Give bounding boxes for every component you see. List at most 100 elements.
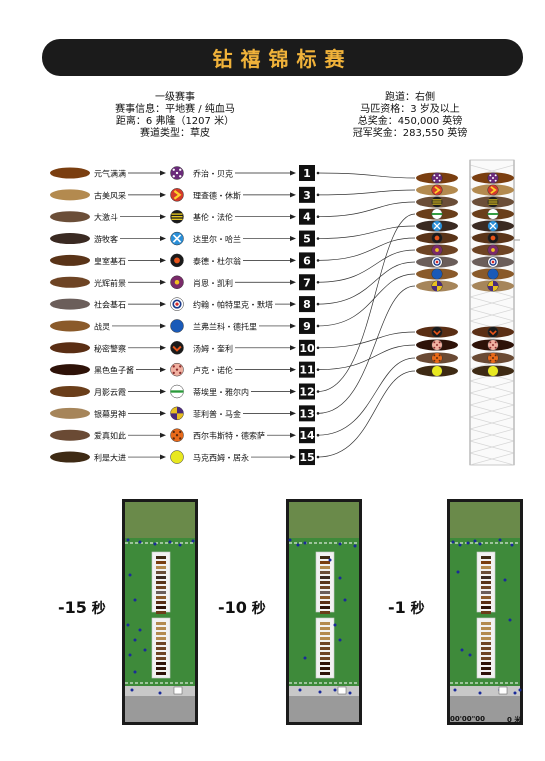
stall-brace (469, 452, 515, 466)
silk-quarter (437, 280, 443, 286)
arrow-head-icon (160, 301, 166, 307)
arrow-head-icon (160, 432, 166, 438)
silk-hoop (432, 199, 442, 201)
silk-cross (489, 222, 497, 230)
horse-body-icon (50, 342, 90, 354)
stall-horse (481, 596, 491, 599)
horse-body-icon (50, 451, 90, 463)
jockey-silk (431, 256, 443, 268)
connector-line (317, 344, 416, 370)
silk-chevron (433, 330, 441, 336)
stall-horse (481, 622, 491, 625)
spectator-dot (130, 688, 134, 692)
spectator-dot (298, 688, 302, 692)
jockey-name: 乔治・贝克 (193, 169, 233, 179)
stall-horse (472, 339, 514, 351)
arrow-head-icon (290, 454, 296, 460)
horse-body-icon (50, 233, 90, 245)
jockey-silk (431, 232, 443, 244)
silk-band (487, 213, 499, 215)
race-info-line: 赛道类型：草皮 (140, 128, 210, 139)
stall-horse (481, 672, 491, 675)
silk-ring (175, 302, 179, 306)
stall-horse (472, 196, 514, 208)
silk-dot (433, 341, 436, 344)
silk-dot (434, 235, 440, 241)
connector-dot (316, 193, 320, 197)
jockey-name: 兰弗兰科・德托里 (193, 321, 257, 331)
connector-line (317, 370, 416, 458)
spectator-dot (176, 688, 180, 692)
stall-horse (156, 667, 166, 670)
stall-horse (156, 662, 166, 665)
silk-dot (172, 365, 175, 368)
silk-ring (435, 260, 439, 264)
spectator-dot (498, 688, 502, 692)
finish-post-icon (498, 686, 508, 695)
silk-dot (179, 430, 182, 434)
stall-horse (320, 606, 330, 609)
jockey-silk (487, 220, 499, 232)
silk-dot (172, 430, 175, 434)
stall-horse (156, 566, 166, 569)
jockey-silk (170, 319, 184, 333)
stall-brace (469, 296, 515, 310)
gate-number-box (299, 252, 315, 269)
stall-horse (481, 571, 491, 574)
jockey-silk (431, 326, 443, 338)
race-info-left: 一级赛事 赛事信息：平地赛 / 纯血马 距离：6 弗隆（1207 米） 赛道类型… (100, 92, 250, 140)
stall-horse (320, 611, 330, 614)
gate-number-box (299, 449, 315, 466)
gate-number: 1 (303, 167, 311, 180)
arrow-head-icon (160, 279, 166, 285)
spectator-dot (178, 543, 182, 547)
silk-dot (179, 371, 182, 375)
spectator-dot (518, 688, 522, 692)
silk-hoop (171, 218, 183, 220)
arrow-head-icon (290, 192, 296, 198)
silk-dot (438, 174, 441, 177)
silk-dot (433, 359, 436, 362)
stall-horse (481, 591, 491, 594)
jockey-silk (487, 268, 499, 280)
arrow-head-icon (160, 454, 166, 460)
gate-number: 12 (299, 386, 314, 399)
horse-name: 皇室基石 (94, 256, 126, 266)
silk-dot (438, 341, 441, 344)
track-turf (450, 538, 520, 686)
arrow-head-icon (160, 410, 166, 416)
gate-number: 3 (303, 189, 311, 202)
title-banner: 钻禧锦标赛 (42, 39, 523, 76)
arrow-head-icon (160, 170, 166, 176)
horse-name: 黑色鱼子酱 (94, 365, 134, 375)
silk-dot (172, 437, 175, 440)
connector-line (317, 261, 416, 305)
jockey-silk (487, 352, 499, 364)
stall-horse (472, 268, 514, 280)
stall-horse (320, 561, 330, 564)
jockey-silk (487, 208, 499, 220)
spectator-dot (338, 638, 342, 642)
silk-chevron (434, 186, 441, 194)
stall-horse (481, 576, 491, 579)
spectator-dot (128, 573, 132, 577)
stall-horse (320, 576, 330, 579)
jockey-silk (170, 166, 184, 180)
stall-horse (156, 647, 166, 650)
stall-horse (156, 571, 166, 574)
stall-block (151, 551, 171, 613)
spectator-dot (328, 558, 332, 562)
silk-dot (492, 344, 494, 346)
connector-dot (316, 215, 320, 218)
jockey-name: 汤姆・奎利 (193, 343, 233, 353)
panel-frame (447, 499, 523, 725)
silk-dot (438, 359, 441, 362)
silk-dot (489, 179, 492, 182)
gate-number: 14 (299, 429, 315, 442)
jockey-silk (170, 297, 184, 311)
spectator-dot (451, 540, 455, 544)
silk-cross (172, 234, 182, 243)
stall-horse (481, 606, 491, 609)
